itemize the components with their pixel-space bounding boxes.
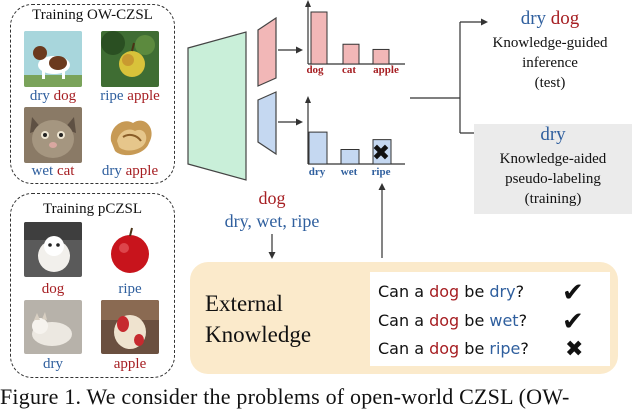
- check-icon: ✔: [562, 278, 584, 308]
- pseudo-labeling-box: [474, 124, 632, 214]
- inference-label: Knowledge-guided inference (test): [492, 35, 608, 91]
- bar-wet: [340, 149, 360, 165]
- chart-top-label-dog: dog: [306, 64, 324, 76]
- question-row: Can a dog be wet?: [378, 311, 528, 330]
- dry-dog-image: [24, 31, 82, 87]
- cross-icon: ✖: [565, 337, 584, 362]
- question-row: Can a dog be ripe?: [378, 339, 529, 358]
- ripe-apple-image: [101, 31, 159, 87]
- ripe-apple-caption: ripe apple: [100, 88, 160, 104]
- chart-bottom-bars: [308, 131, 392, 165]
- pczsl-ripe-image: [101, 222, 159, 277]
- inference-obj: dog: [550, 8, 580, 29]
- pczsl-apple-caption: apple: [113, 356, 147, 372]
- chart-bottom-labels: dry wet ripe: [300, 166, 410, 180]
- chart-bottom-label-dry: dry: [308, 166, 326, 178]
- knowledge-questions-panel: [370, 272, 610, 366]
- pczsl-dry-caption: dry: [43, 356, 63, 372]
- pseudo-label: Knowledge-aided pseudo-labeling (trainin…: [499, 151, 607, 207]
- bar-apple: [372, 48, 390, 65]
- pczsl-ripe-caption: ripe: [118, 281, 142, 297]
- pczsl-panel-title: Training pCZSL: [42, 201, 143, 217]
- mid-object-label: dog: [258, 188, 286, 208]
- dry-apple-image: [101, 107, 159, 163]
- architecture-diagram: ✖: [187, 0, 488, 259]
- owczsl-panel-title: Training OW-CZSL: [32, 7, 153, 23]
- knowledge-title: External Knowledge: [205, 291, 312, 347]
- pczsl-dry-image: [24, 300, 82, 354]
- dry-dog-caption: dry dog: [29, 88, 77, 104]
- pczsl-panel: Training pCZSL: [10, 193, 175, 378]
- chart-top-labels: dog cat apple: [300, 64, 410, 78]
- bar-dog: [310, 11, 328, 65]
- dry-apple-caption: dry apple: [101, 163, 159, 179]
- question-row: Can a dog be dry?: [378, 282, 525, 301]
- inference-attr: dry: [520, 8, 547, 29]
- figure-caption: Figure 1. We consider the problems of op…: [0, 384, 570, 409]
- chart-bottom-label-wet: wet: [340, 166, 358, 178]
- inference-output: dry dog: [470, 8, 630, 30]
- chart-top-bars: [310, 11, 390, 65]
- chart-top-label-cat: cat: [341, 64, 357, 76]
- ripe-cross-icon: ✖: [372, 141, 390, 166]
- encoder-trapezoid: [187, 31, 247, 181]
- wet-cat-caption: wet cat: [31, 163, 75, 179]
- mid-attribute-label: dry, wet, ripe: [224, 211, 320, 231]
- pczsl-apple-image: [101, 300, 159, 354]
- owczsl-panel: Training OW-CZSL: [10, 4, 175, 184]
- bar-dry: [308, 131, 328, 165]
- pczsl-dog-image: [24, 222, 82, 277]
- object-head: [257, 16, 277, 87]
- chart-top-label-apple: apple: [373, 64, 399, 76]
- attribute-head: [257, 91, 277, 156]
- bar-ripe: [372, 139, 392, 165]
- pczsl-dog-caption: dog: [41, 281, 65, 297]
- bar-cat: [342, 43, 360, 65]
- check-icon: ✔: [562, 307, 584, 337]
- wet-cat-image: [24, 107, 82, 163]
- pseudo-attr: dry: [540, 124, 566, 145]
- chart-bottom-label-ripe: ripe: [371, 166, 391, 178]
